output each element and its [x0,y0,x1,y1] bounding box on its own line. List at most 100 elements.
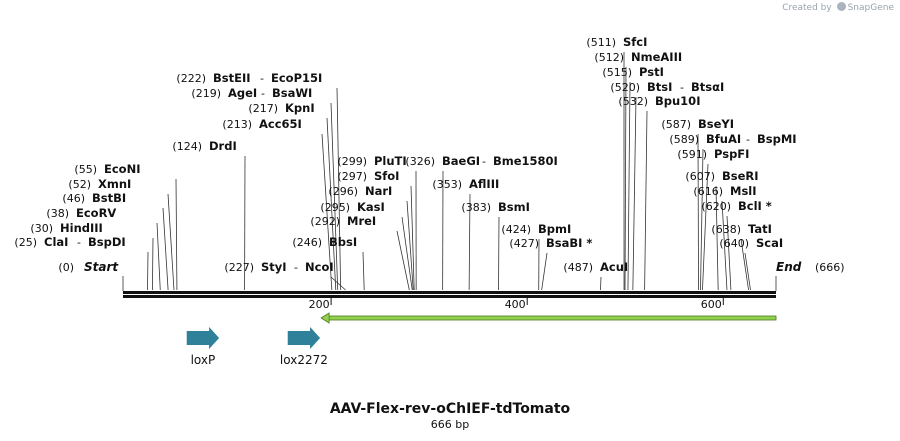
site-name-separator: - [294,261,298,274]
site-leader-line-msli [721,200,728,291]
site-leader-line-bcli [726,215,732,291]
site-position-msli: (616) [693,185,723,198]
site-position-btsi: (520) [610,81,640,94]
site-name-bme1580i: Bme1580I [493,154,558,168]
orf-arrow-head [320,312,330,324]
site-leader-line-bpu10i [644,110,648,291]
orf-arrow-shaft [326,315,777,321]
site-leader-line-ecorv [156,222,161,291]
site-name-baegi: BaeGI [442,154,480,168]
site-name-bstbi: BstBI [92,191,126,205]
site-name-separator: - [77,236,81,249]
site-leader-line-kasi [401,216,413,291]
site-name-bseri: BseRI [722,169,759,183]
site-position-drdi: (124) [172,140,202,153]
site-name-bfuai: BfuAI [706,132,741,146]
site-leader-line-bseyi [697,133,699,291]
site-position-styi: (227) [224,261,254,274]
site-position-bbsi: (246) [292,236,322,249]
site-leader-line-acc65i [321,133,333,291]
site-leader-line-agei [330,102,339,291]
site-name-styi: StyI [261,260,287,274]
snapgene-credit: Created by SnapGene [782,2,894,13]
site-name-separator: - [746,133,750,146]
site-position-bpu10i: (532) [618,95,648,108]
site-name-bsmi: BsmI [498,200,530,214]
site-name-afliii: AflIII [469,177,499,191]
site-name-separator: - [260,72,264,85]
site-leader-line-btsi [632,96,637,291]
site-position-bstbi: (46) [62,192,85,205]
map-length: 666 bp [430,418,470,431]
site-name-btsi: BtsI [647,80,672,94]
site-name-separator: - [482,155,486,168]
site-position-bcli: (620) [701,200,731,213]
site-name-ecorv: EcoRV [76,206,116,220]
site-position-sfci: (511) [586,36,616,49]
start-label: Start [84,260,119,274]
site-name-pluti: PluTI [374,154,407,168]
credit-prefix: Created by [782,3,832,13]
site-labels: (25)ClaI-BspDI(30)HindIII(38)EcoRV(46)Bs… [14,35,844,274]
site-leader-line-nari [406,200,414,291]
site-name-sfoi: SfoI [374,169,399,183]
site-name-agei: AgeI [228,86,257,100]
site-name-bsawi: BsaWI [272,86,312,100]
site-leader-line-econi [175,178,178,291]
site-position-bfuai: (589) [669,133,699,146]
site-position-bpmi: (424) [501,223,531,236]
site-name-mrei: MreI [347,214,376,228]
site-leader-line-pspfi [702,163,709,291]
site-position-tati: (638) [711,223,741,236]
site-name-psti: PstI [639,65,664,79]
site-name-separator: - [261,87,265,100]
backbone-bottom-strand [123,295,776,298]
site-position-pspfi: (591) [677,148,707,161]
site-name-bcli: BclI * [738,199,772,213]
site-position-bsteii: (222) [176,72,206,85]
end-label: End [776,260,802,274]
site-name-sfci: SfcI [623,35,647,49]
sequence-backbone [123,291,776,298]
site-leader-line-bsabi [541,252,548,291]
site-leader-line-psti [627,81,631,291]
site-leader-line-afliii [468,193,471,291]
site-name-bspdi: BspDI [88,235,126,249]
site-name-drdi: DrdI [209,139,237,153]
site-leader-line-nmeaiii [624,66,627,291]
site-name-kpni: KpnI [285,101,315,115]
site-name-clai: ClaI [44,235,68,249]
site-position-clai: (25) [14,236,37,249]
site-name-acui: AcuI [600,260,628,274]
site-name-msli: MslI [730,184,757,198]
site-leader-line-bstbi [162,207,169,291]
site-position-afliii: (353) [432,178,462,191]
site-name-bspmi: BspMI [757,132,797,146]
site-position-scai: (640) [719,237,749,250]
site-name-bpu10i: Bpu10I [655,94,700,108]
start-position: (0) [58,261,74,274]
site-position-bseri: (607) [685,170,715,183]
site-name-nari: NarI [365,184,392,198]
site-leader-line-hindiii [152,237,154,291]
feature-label-loxp: loxP [191,353,216,367]
site-position-nari: (296) [328,185,358,198]
site-position-acc65i: (213) [222,118,252,131]
site-leader-line-scai [744,252,751,291]
site-name-bsabi: BsaBI * [546,236,592,250]
site-position-bsabi: (427) [509,237,539,250]
map-title: AAV-Flex-rev-oChIEF-tdTomato [329,401,571,417]
site-position-xmni: (52) [68,178,91,191]
site-leader-line-bsteii [336,87,342,291]
site-position-hindiii: (30) [30,222,53,235]
feature-arrow-lox2272 [287,327,321,349]
site-position-kpni: (217) [248,102,278,115]
site-position-acui: (487) [563,261,593,274]
site-position-baegi: (326) [405,155,435,168]
site-name-bpmi: BpmI [538,222,571,236]
site-leader-line-sfoi [410,185,415,291]
site-leader-line-acui [600,276,602,291]
site-leader-lines [122,51,777,291]
